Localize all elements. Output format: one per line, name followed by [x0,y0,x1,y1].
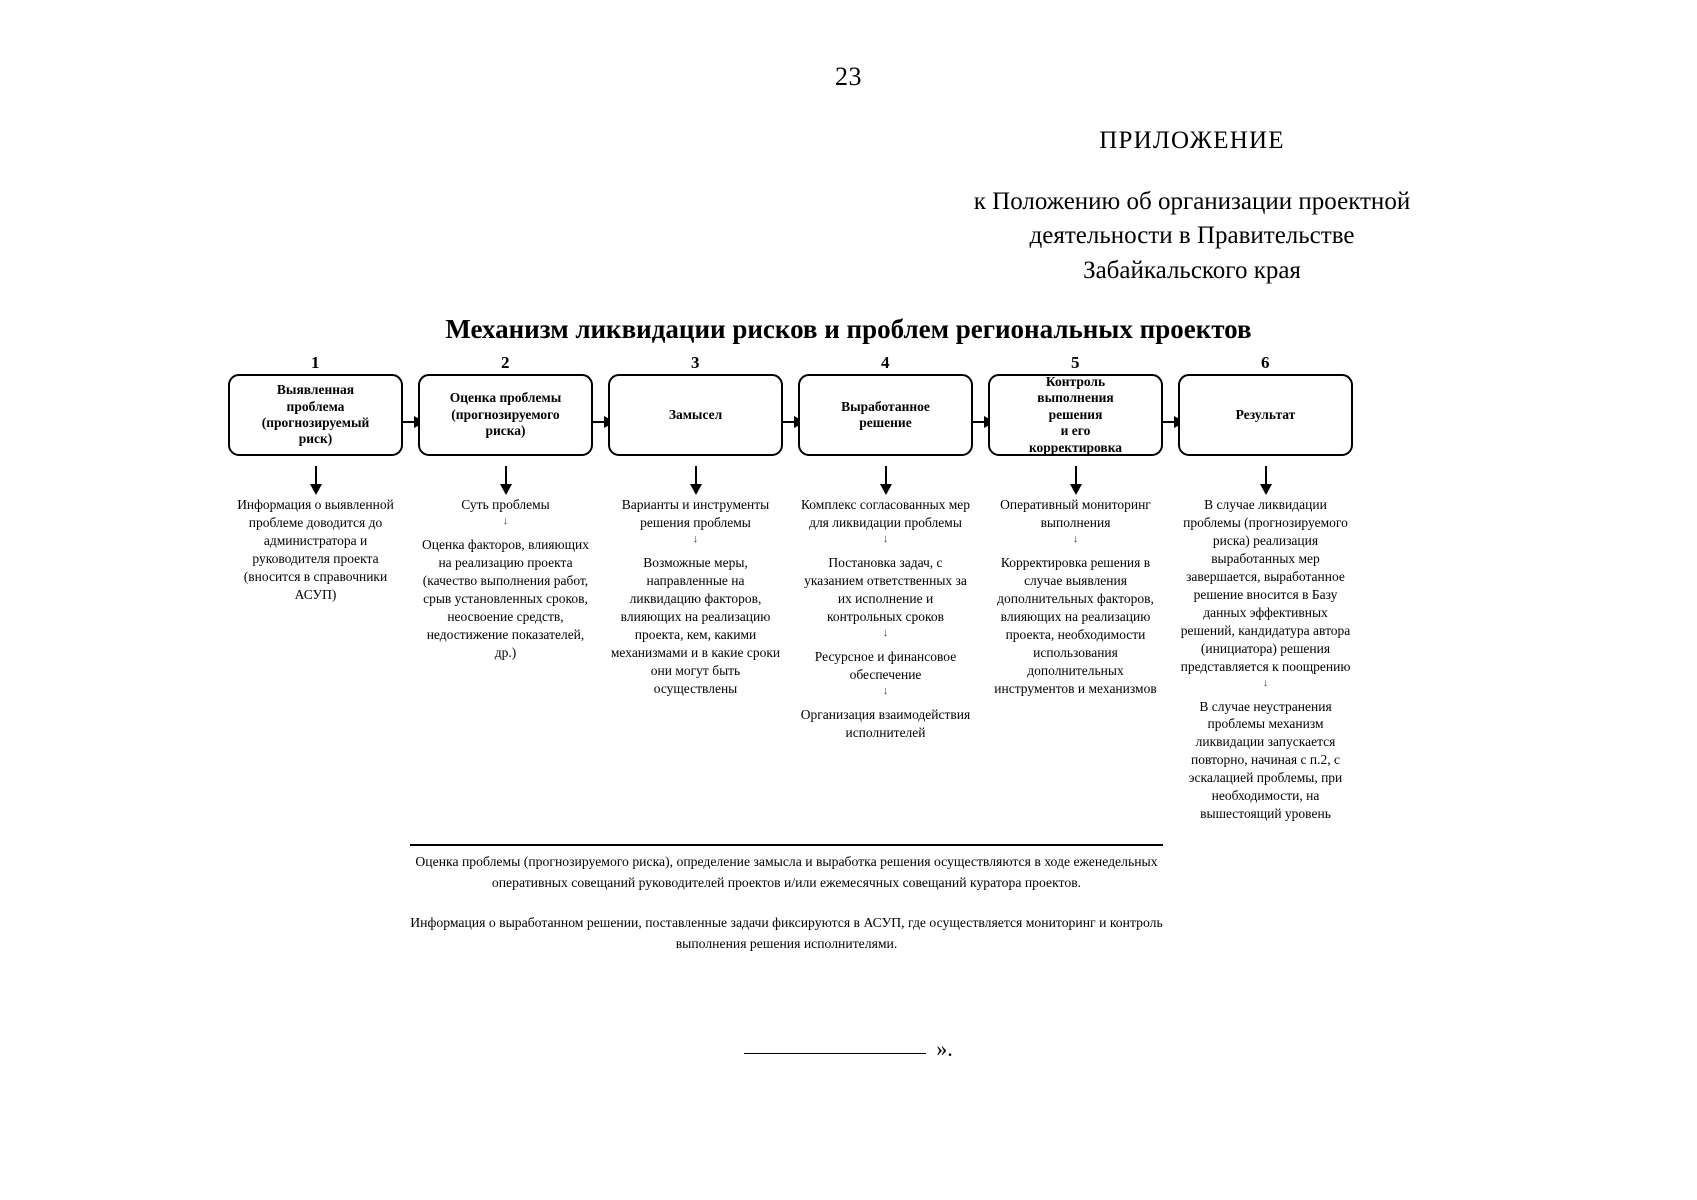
note-paragraph: Оценка проблемы (прогнозируемого риска),… [415,854,1158,890]
stage-box-line: выполнения [1037,390,1114,406]
stage-box-line: и его [1060,423,1091,439]
stage-number: 2 [501,353,510,372]
down-arrow-icon [228,466,403,496]
note-paragraph: Информация о выработанном решении, поста… [410,915,1163,951]
stage-box-line: проблема [286,398,345,414]
stage-detail-text: Организация взаимодействия исполнителей [800,706,971,740]
down-arrow-icon [1178,466,1353,496]
stage-box[interactable]: Замысел [608,374,783,456]
signature-line: ». [0,1036,1697,1062]
notes-divider [410,844,1163,846]
stage-box-line: риска) [485,423,526,439]
stage-box-label: Результат [1236,407,1296,423]
segment-arrow-icon [798,626,973,648]
stage-box-label: Замысел [669,407,722,423]
stage-number: 1 [311,353,320,372]
stage-detail-text: Варианты и инструменты решения проблемы [621,497,770,530]
stage-box-line: (прогнозируемого [451,406,560,422]
stage-box-line: Контроль [1045,373,1106,389]
stage-box-line: корректировка [1028,439,1123,455]
stage-box-line: решения [1048,406,1103,422]
stage-box-line: Выработанное [841,398,930,414]
signature-rule [744,1038,927,1054]
stage-detail-text: В случае ликвидации проблемы (прогнозиру… [1180,497,1351,674]
appendix-label: ПРИЛОЖЕНИЕ [1099,127,1285,154]
page-number: 23 [835,62,862,91]
stage-detail-text: В случае неустранения проблемы механизм … [1188,698,1343,822]
segment-arrow-icon [798,532,973,554]
down-arrow-icon [418,466,593,496]
notes-block: Оценка проблемы (прогнозируемого риска),… [408,852,1165,974]
stage-box[interactable]: Результат [1178,374,1353,456]
stage-detail-text: Корректировка решения в случае выявления… [994,554,1157,696]
down-arrow-icon [988,466,1163,496]
segment-arrow-icon [418,514,593,536]
stage-number: 4 [881,353,890,372]
stage-box-line: решение [859,415,912,430]
stage-box-line: Выявленная [276,382,355,398]
stage-detail-text: Оценка факторов, влияющих на реализацию … [422,536,589,660]
down-arrow-icon [608,466,783,496]
stage-detail-text: Постановка задач, с указанием ответствен… [804,554,967,624]
stage-detail-text: Суть проблемы [461,497,550,512]
page-title: Механизм ликвидации рисков и проблем рег… [445,314,1252,344]
stage-detail-text: Возможные меры, направленные на ликвидац… [610,554,781,696]
stage-detail-text: Комплекс согласованных мер для ликвидаци… [800,497,971,530]
stage-box-line: Результат [1235,406,1296,422]
stage-number: 3 [691,353,700,372]
stage-detail-text: Ресурсное и финансовое обеспечение [814,648,957,682]
stage-box-line: Замысел [668,406,723,422]
segment-arrow-icon [608,532,783,554]
segment-arrow-icon [798,684,973,706]
stage-detail-text: Информация о выявленной проблеме доводит… [237,497,394,602]
appendix-header: ПРИЛОЖЕНИЕ к Положению об организации пр… [922,124,1462,288]
segment-arrow-icon [1178,676,1353,698]
stage-box-line: Оценка проблемы [449,390,562,406]
appendix-reference-line-1: к Положению об организации проектной [973,187,1411,215]
appendix-reference: к Положению об организации проектной дея… [922,185,1462,289]
stage-number: 5 [1071,353,1080,372]
stage-number: 6 [1261,353,1270,372]
closing-quote: ». [936,1036,953,1061]
stage-box-line: (прогнозируемый [261,415,370,430]
stage-detail-text: Оперативный мониторинг выполнения [1000,497,1151,530]
down-arrow-icon [798,466,973,496]
appendix-reference-line-3: Забайкальского края [1083,256,1301,284]
stage-box-line: риск) [298,431,333,447]
appendix-reference-line-2: деятельности в Правительстве [1029,222,1355,249]
segment-arrow-icon [988,532,1163,554]
